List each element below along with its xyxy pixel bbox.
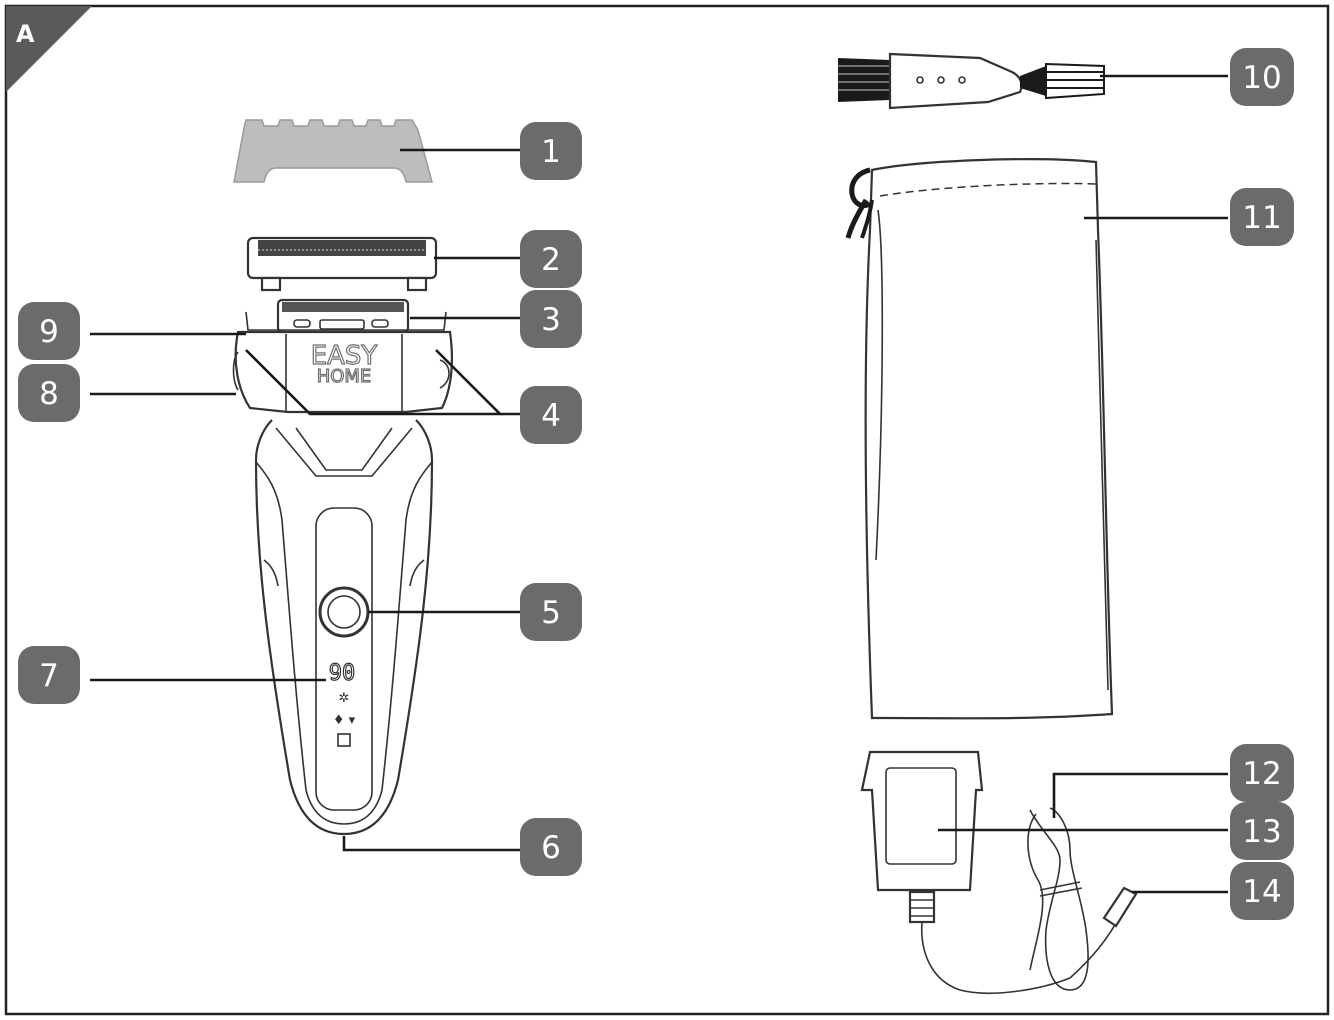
callout-label: 4 <box>541 398 561 434</box>
callout-badge-5: 5 <box>520 583 582 641</box>
callout-badge-3: 3 <box>520 290 582 348</box>
callout-badge-7: 7 <box>18 646 80 704</box>
display-readout: 90 <box>329 661 356 686</box>
callout-label: 1 <box>541 134 561 170</box>
callout-badge-1: 1 <box>520 122 582 180</box>
battery-indicator-icon <box>337 733 351 747</box>
storage-bag-shape <box>845 158 1114 720</box>
figure-frame <box>4 4 1330 1016</box>
shaver-logo-line1: EASY <box>311 341 378 371</box>
callout-label: 2 <box>541 242 561 278</box>
callout-label: 7 <box>39 658 59 694</box>
blade-block-shape <box>276 298 410 334</box>
corner-letter: A <box>16 20 35 48</box>
callout-label: 9 <box>39 314 59 350</box>
callout-badge-11: 11 <box>1230 188 1294 246</box>
callout-badge-2: 2 <box>520 230 582 288</box>
callout-badge-14: 14 <box>1230 862 1294 920</box>
callout-label: 13 <box>1242 814 1281 850</box>
callout-badge-6: 6 <box>520 818 582 876</box>
power-adapter-shape <box>860 750 984 924</box>
callout-label: 12 <box>1242 756 1281 792</box>
callout-label: 3 <box>541 302 561 338</box>
callout-badge-12: 12 <box>1230 744 1294 802</box>
callout-badge-9: 9 <box>18 302 80 360</box>
figure-corner-label: A <box>6 6 92 92</box>
callout-badge-13: 13 <box>1230 802 1294 860</box>
cleaning-indicator-icon: ✲ <box>339 691 350 706</box>
callout-label: 6 <box>541 830 561 866</box>
shaver-body: 90 ✲ ♦ ▾ <box>254 419 434 836</box>
cleaning-brush-shape <box>838 52 1105 110</box>
callout-label: 5 <box>541 595 561 631</box>
callout-badge-8: 8 <box>18 364 80 422</box>
drop-indicator-icon: ♦ ▾ <box>333 713 356 728</box>
callout-label: 14 <box>1242 874 1281 910</box>
callout-badge-4: 4 <box>520 386 582 444</box>
leader-lines <box>90 74 1228 894</box>
charging-cable-shape <box>920 807 1138 995</box>
callout-badge-10: 10 <box>1230 48 1294 106</box>
comb-attachment-shape <box>233 119 433 183</box>
callout-label: 10 <box>1242 60 1281 96</box>
foil-frame-shape <box>246 236 438 292</box>
callout-label: 8 <box>39 376 59 412</box>
callout-label: 11 <box>1242 200 1281 236</box>
shaver-logo-line2: HOME <box>317 366 372 387</box>
